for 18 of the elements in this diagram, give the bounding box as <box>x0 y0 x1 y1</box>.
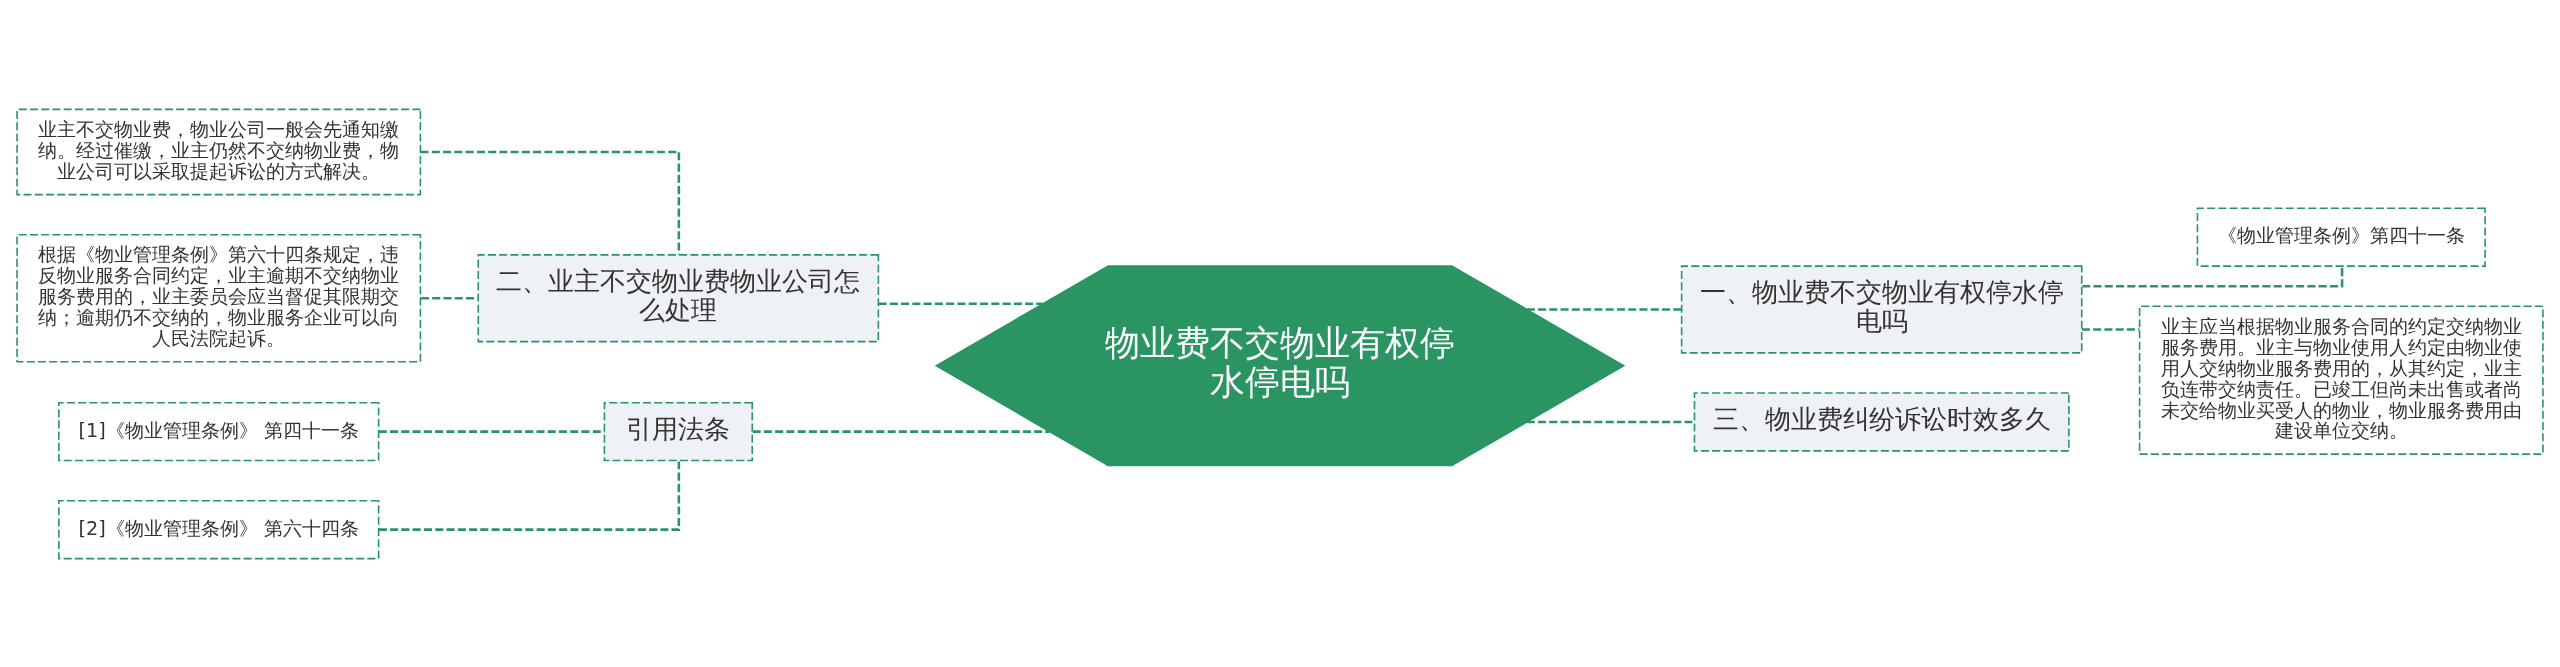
connector <box>421 296 478 300</box>
node-box: 引用法条 <box>603 401 754 461</box>
node-box: 业主不交物业费，物业公司一般会先通知缴纳。经过催缴，业主仍然不交纳物业费，物业公司可以采取提起诉讼的方式解决。 <box>16 108 422 195</box>
node-box: [2]《物业管理条例》 第六十四条 <box>58 499 380 559</box>
connector <box>2081 327 2140 331</box>
node-box: 三、物业费纠纷诉讼时效多久 <box>1693 391 2070 452</box>
node-box: 二、业主不交物业费物业公司怎么处理 <box>477 253 880 342</box>
node-box: [1]《物业管理条例》 第四十一条 <box>58 401 380 461</box>
node-box: 一、物业费不交物业有权停水停电吗 <box>1680 264 2083 354</box>
connector <box>1526 420 1695 423</box>
connector <box>752 429 1050 433</box>
node-box: 《物业管理条例》第四十一条 <box>2196 206 2486 267</box>
node-box: 业主应当根据物业服务合同的约定交纳物业服务费用。业主与物业使用人约定由物业使用人交纳物业服务费用的，从其约定，业主负连带交纳责任。已竣工但尚未出售或者尚未交给物业买受人的物业，物业服务费用由建设单位交纳。 <box>2138 304 2544 455</box>
node-box: 根据《物业管理条例》第六十四条规定，违反物业服务合同约定，业主逾期不交纳物业服务费用的，业主委员会应当督促其限期交纳；逾期仍不交纳的，物业服务企业可以向人民法院起诉。 <box>16 233 422 363</box>
connector <box>420 150 681 254</box>
connector <box>1526 307 1682 311</box>
connector <box>878 302 1043 305</box>
connector <box>379 460 681 531</box>
